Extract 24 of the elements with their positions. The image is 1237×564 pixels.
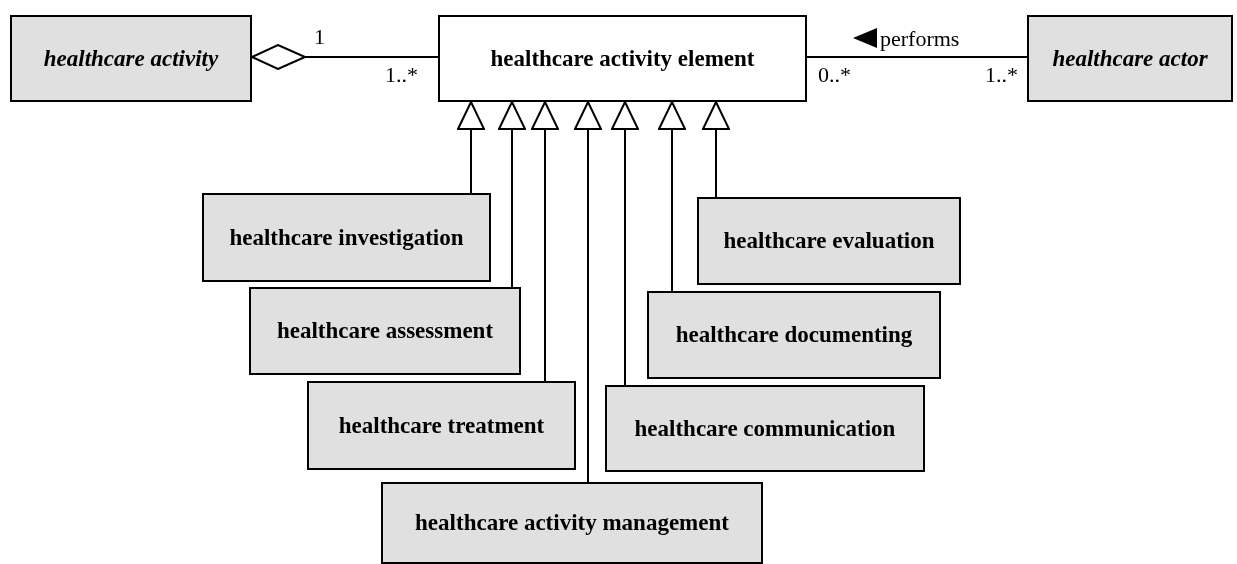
aggregation-connector xyxy=(251,44,439,70)
abstract-class-box: healthcare activity xyxy=(10,15,252,102)
generalization-arrow xyxy=(702,101,730,198)
subclass-box: healthcare treatment xyxy=(307,381,576,470)
generalization-arrow xyxy=(457,101,485,194)
generalization-arrow xyxy=(498,101,526,288)
subclass-box: healthcare activity management xyxy=(381,482,763,564)
class-box: healthcare activity element xyxy=(438,15,807,102)
generalization-arrow xyxy=(611,101,639,386)
subclass-box: healthcare assessment xyxy=(249,287,521,375)
generalization-arrow xyxy=(658,101,686,292)
subclass-box: healthcare investigation xyxy=(202,193,491,282)
multiplicity-label: 1 xyxy=(314,24,325,50)
multiplicity-label: 1..* xyxy=(985,62,1018,88)
subclass-box: healthcare documenting xyxy=(647,291,941,379)
edge-label: performs xyxy=(880,26,960,52)
abstract-class-box: healthcare actor xyxy=(1027,15,1233,102)
multiplicity-label: 0..* xyxy=(818,62,851,88)
association-line xyxy=(806,56,1028,58)
generalization-arrow xyxy=(574,101,602,483)
subclass-box: healthcare evaluation xyxy=(697,197,961,285)
multiplicity-label: 1..* xyxy=(385,62,418,88)
subclass-box: healthcare communication xyxy=(605,385,925,472)
generalization-arrow xyxy=(531,101,559,382)
